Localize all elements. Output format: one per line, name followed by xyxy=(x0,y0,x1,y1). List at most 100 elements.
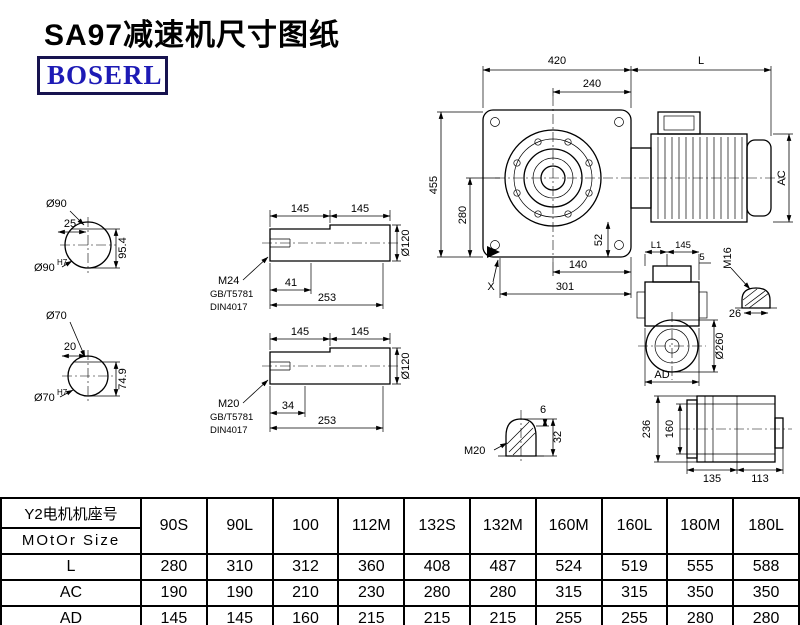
logo-text: BOSERL xyxy=(47,60,163,90)
std2-label: DIN4017 xyxy=(210,302,248,313)
table-cell: 312 xyxy=(271,553,340,581)
dim-420-label: 420 xyxy=(548,55,566,67)
dia-90-label: Ø90 xyxy=(46,198,67,210)
fit-90-sup: H7 xyxy=(57,258,68,267)
rear-view: L1 145 5 M16 Ø260 26 AD xyxy=(636,240,777,386)
technical-drawing: 420 L 240 455 280 AC 52 140 301 X Ø90 25… xyxy=(34,55,793,485)
dim-AC-label: AC xyxy=(776,170,788,185)
table-cell: 519 xyxy=(600,553,669,581)
centerlines xyxy=(638,312,706,380)
dim-253-label: 253 xyxy=(318,292,336,304)
shaft-detail-bottom: 145 145 Ø120 M20 GB/T5781 DIN4017 34 253 xyxy=(210,326,412,436)
table-cell: 310 xyxy=(205,553,274,581)
shaft-detail-top: 145 145 Ø120 M24 GB/T5781 DIN4017 41 253 xyxy=(210,203,412,313)
main-view xyxy=(482,96,786,262)
mounting-surface-mark xyxy=(487,246,500,258)
right-ear xyxy=(698,291,708,319)
centerlines xyxy=(495,96,786,262)
page-title: SA97减速机尺寸图纸 xyxy=(44,19,341,52)
motor-size-table: Y2电机机座号 MOtOr Size 90S 90L 100 112M 132S… xyxy=(0,497,800,625)
column-header: 100 xyxy=(271,497,340,555)
dim-236-label: 236 xyxy=(641,420,653,438)
table-cell: 255 xyxy=(600,605,669,625)
motor-fins xyxy=(657,137,743,219)
table-cell: 255 xyxy=(534,605,603,625)
table-cell: 588 xyxy=(732,553,800,581)
table-row-AC: AC 190 190 210 230 280 280 315 315 350 3… xyxy=(0,579,800,607)
table-cell: 315 xyxy=(534,579,603,607)
table-cell: 230 xyxy=(337,579,406,607)
thread-m24-label: M24 xyxy=(218,275,239,287)
table-cell: 190 xyxy=(205,579,274,607)
housing-corner-bolts xyxy=(490,117,624,250)
table-cell: 215 xyxy=(337,605,406,625)
centerlines xyxy=(62,350,114,402)
column-header: 160L xyxy=(600,497,669,555)
std1-label: GB/T5781 xyxy=(210,289,253,300)
table-cell: 160 xyxy=(271,605,340,625)
dim-113-label: 113 xyxy=(751,473,769,485)
fit-leader xyxy=(59,389,74,398)
table-cell: 215 xyxy=(403,605,471,625)
shaft-section-90: Ø90 25 95.4 Ø90 H7 xyxy=(34,198,129,274)
table-cell: 360 xyxy=(337,553,406,581)
extension-lines xyxy=(88,361,120,397)
table-cell: 350 xyxy=(732,579,800,607)
extension-lines xyxy=(644,254,718,386)
column-header: 180M xyxy=(666,497,735,555)
table-cell: 487 xyxy=(468,553,537,581)
extension-lines xyxy=(437,66,793,298)
table-cell: 280 xyxy=(732,605,800,625)
std2-label: DIN4017 xyxy=(210,425,248,436)
terminal-box-lid xyxy=(663,115,695,131)
fit-leader xyxy=(61,260,73,268)
table-cell: 280 xyxy=(468,579,537,607)
table-corner-cell: Y2电机机座号 MOtOr Size xyxy=(0,497,142,555)
column-header: 180L xyxy=(732,497,800,555)
dim-145-label: 145 xyxy=(675,240,691,251)
table-cell: 280 xyxy=(140,553,208,581)
column-header: 132M xyxy=(468,497,537,555)
dia-leader xyxy=(69,210,85,226)
row-label: AC xyxy=(0,579,142,607)
dia-120-label: Ø120 xyxy=(400,230,412,257)
table-cell: 215 xyxy=(468,605,537,625)
fit-90-label: Ø90 xyxy=(34,262,55,274)
m16-leader xyxy=(730,267,751,290)
dim-6-label: 6 xyxy=(540,404,546,416)
end-boss xyxy=(774,417,784,449)
motor-fan-cover xyxy=(746,139,772,217)
table-cell: 145 xyxy=(205,605,274,625)
dim-26-label: 26 xyxy=(729,308,741,320)
dia-120-label: Ø120 xyxy=(400,353,412,380)
thread-m20-label: M20 xyxy=(218,398,239,410)
left-ear xyxy=(636,291,646,319)
dim-52-label: 52 xyxy=(593,234,605,246)
column-header: 90S xyxy=(140,497,208,555)
dim-20-label: 20 xyxy=(64,341,76,353)
output-flange-circle xyxy=(645,319,699,373)
corner-label-en: MOtOr Size xyxy=(21,532,121,549)
shaft-end-dome xyxy=(741,287,771,309)
thread-leader xyxy=(242,379,269,404)
dim-L-label: L xyxy=(698,55,704,67)
dim-32-label: 32 xyxy=(552,431,564,443)
dim-41-label: 41 xyxy=(285,277,297,289)
table-cell: 190 xyxy=(140,579,208,607)
dia-260-label: Ø260 xyxy=(714,333,726,360)
dia-70-label: Ø70 xyxy=(46,310,67,322)
corner-label-cn: Y2电机机座号 xyxy=(2,499,140,529)
dim-145a-label: 145 xyxy=(291,326,309,338)
column-header: 160M xyxy=(534,497,603,555)
dim-145b-label: 145 xyxy=(351,326,369,338)
table-cell: 210 xyxy=(271,579,340,607)
table-header-row: Y2电机机座号 MOtOr Size 90S 90L 100 112M 132S… xyxy=(0,497,800,555)
dim-25-label: 25 xyxy=(64,218,76,230)
dim-253-label: 253 xyxy=(318,415,336,427)
shaft-outline xyxy=(269,347,391,385)
boserl-logo: BOSERL xyxy=(37,56,168,95)
table-cell: 350 xyxy=(666,579,735,607)
fit-70-label: Ø70 xyxy=(34,392,55,404)
thread-m16-label: M16 xyxy=(722,247,734,268)
dim-74-9-label: 74.9 xyxy=(117,368,129,389)
